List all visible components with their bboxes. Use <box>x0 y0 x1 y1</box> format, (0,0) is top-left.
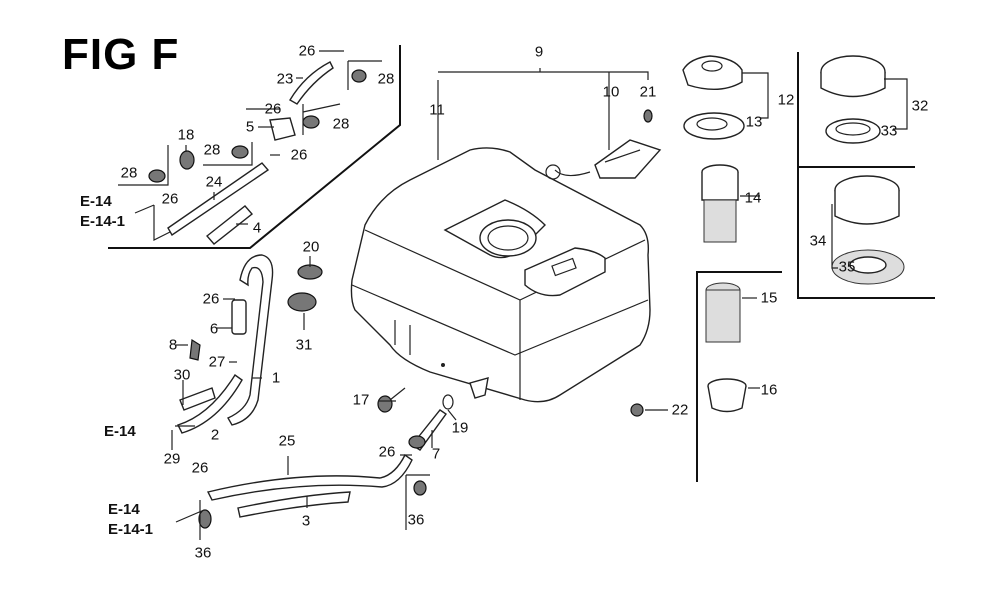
part-label-26: 26 <box>191 459 209 477</box>
part-label-28: 28 <box>377 70 395 88</box>
part-label-26: 26 <box>378 443 396 461</box>
fuel-cap-12 <box>682 55 745 140</box>
leader-lines <box>118 50 908 540</box>
part-label-19: 19 <box>451 419 469 437</box>
part-label-27: 27 <box>208 353 226 371</box>
bottom-hoses <box>198 453 427 529</box>
part-label-26: 26 <box>290 146 308 164</box>
part-label-14: 14 <box>744 189 762 207</box>
part-label-9: 9 <box>534 43 544 61</box>
part-label-21: 21 <box>639 83 657 101</box>
part-label-31: 31 <box>295 336 313 354</box>
part-label-11: 11 <box>429 101 445 119</box>
part-label-23: 23 <box>276 70 294 88</box>
part-label-5: 5 <box>245 118 255 136</box>
middle-hoses <box>177 254 323 434</box>
part-label-20: 20 <box>302 238 320 256</box>
right-panel-borders <box>696 52 935 482</box>
fuel-cap-34 <box>831 175 905 285</box>
part-label-26: 26 <box>298 42 316 60</box>
strainer-15 <box>705 282 741 343</box>
part-label-26: 26 <box>202 290 220 308</box>
ref-label-e14: E-14 <box>104 423 136 440</box>
part-label-18: 18 <box>177 126 195 144</box>
upper-hoses <box>148 61 367 245</box>
ref-label-e14-1: E-14-1 <box>108 521 154 538</box>
part-label-33: 33 <box>880 122 898 140</box>
ref-label-e14-1: E-14-1 <box>80 213 126 230</box>
strainer-14 <box>701 164 739 243</box>
figure-title: FIG F <box>62 30 180 79</box>
part-label-13: 13 <box>745 113 763 131</box>
part-label-35: 35 <box>838 258 856 276</box>
part-label-22: 22 <box>671 401 689 419</box>
part-label-25: 25 <box>278 432 296 450</box>
ref-label-e14: E-14 <box>108 501 140 518</box>
part-label-15: 15 <box>760 289 778 307</box>
fuel-tank <box>350 147 651 403</box>
part-label-30: 30 <box>173 366 191 384</box>
part-label-1: 1 <box>271 369 281 387</box>
part-label-3: 3 <box>301 512 311 530</box>
part-label-2: 2 <box>210 426 220 444</box>
part-label-7: 7 <box>431 445 441 463</box>
part-label-24: 24 <box>205 173 223 191</box>
part-label-32: 32 <box>911 97 929 115</box>
part-label-26: 26 <box>161 190 179 208</box>
fuel-cap-32 <box>820 55 886 144</box>
part-label-8: 8 <box>168 336 178 354</box>
part-label-12: 12 <box>777 91 795 109</box>
part-label-17: 17 <box>352 391 370 409</box>
part-label-29: 29 <box>163 450 181 468</box>
upper-left-panel-border <box>108 45 401 249</box>
ref-label-e14: E-14 <box>80 193 112 210</box>
part-label-36: 36 <box>194 544 212 562</box>
part-label-26: 26 <box>264 100 282 118</box>
part-label-4: 4 <box>252 219 262 237</box>
part-label-28: 28 <box>332 115 350 133</box>
drain-parts <box>377 387 644 451</box>
part-label-34: 34 <box>809 232 827 250</box>
part-label-36: 36 <box>407 511 425 529</box>
part-label-28: 28 <box>203 141 221 159</box>
fuel-gauge-part <box>545 109 662 180</box>
strainer-cup-16 <box>707 378 747 413</box>
part-label-16: 16 <box>760 381 778 399</box>
part-label-6: 6 <box>209 320 219 338</box>
part-label-10: 10 <box>602 83 620 101</box>
part-label-28: 28 <box>120 164 138 182</box>
